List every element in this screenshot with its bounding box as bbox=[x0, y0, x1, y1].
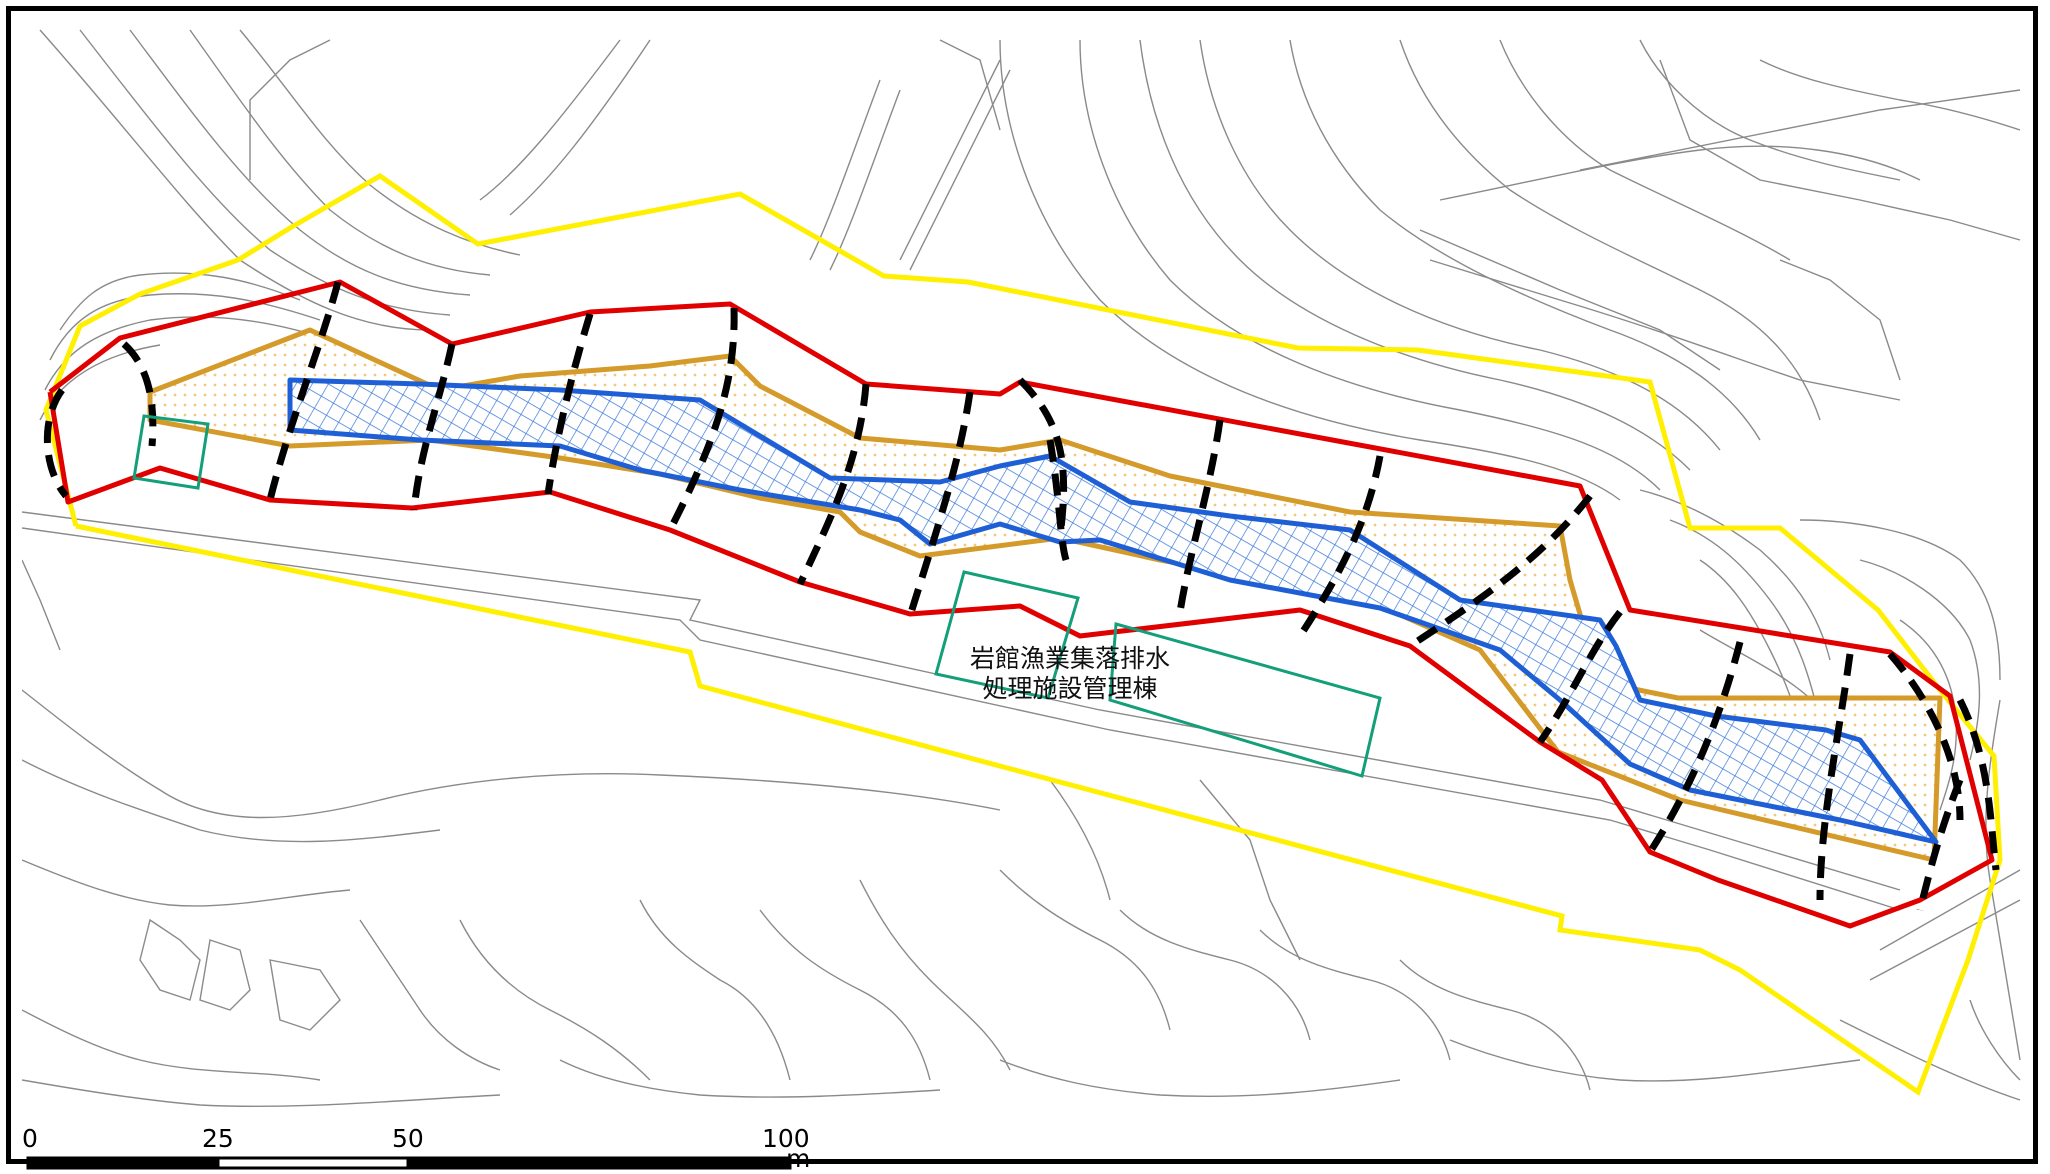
scale-tick-100: 100 bbox=[762, 1124, 810, 1153]
scale-tick-25: 25 bbox=[202, 1124, 234, 1153]
building-management bbox=[934, 570, 1080, 700]
hatched-zone bbox=[287, 377, 1939, 845]
section-lines bbox=[43, 281, 2000, 911]
scale-tick-50: 50 bbox=[392, 1124, 424, 1153]
buildings bbox=[132, 414, 1382, 778]
building-treatment bbox=[1108, 622, 1382, 778]
scale-unit: m bbox=[786, 1144, 811, 1173]
scale-tick-0: 0 bbox=[22, 1124, 38, 1153]
outer-boundary bbox=[43, 173, 2003, 1096]
building-small-west bbox=[132, 414, 210, 490]
facility-label: 岩館漁業集落排水 処理施設管理棟 bbox=[940, 644, 1200, 704]
contour-lines bbox=[22, 29, 2021, 1108]
facility-label-line-1: 岩館漁業集落排水 bbox=[969, 644, 1170, 673]
facility-label-line-2: 処理施設管理棟 bbox=[982, 674, 1158, 703]
scale-bar bbox=[26, 1156, 792, 1170]
inner-boundary bbox=[47, 279, 1995, 929]
